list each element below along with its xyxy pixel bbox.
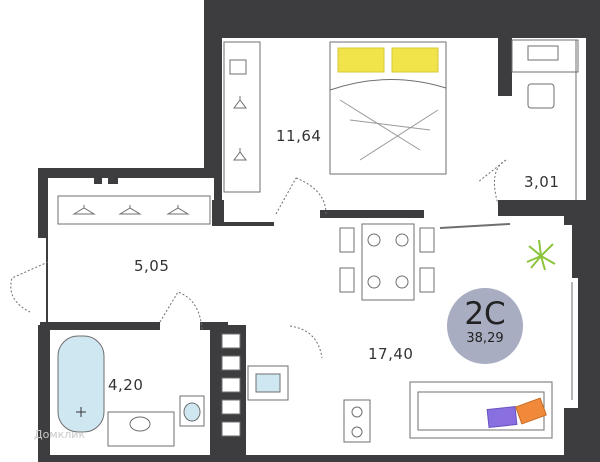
dining-table-icon — [339, 223, 435, 301]
window-icon — [439, 223, 511, 229]
room-area-balcony: 3,01 — [524, 173, 560, 191]
chair-icon — [419, 227, 435, 253]
stove-icon — [343, 399, 371, 443]
wardrobe-hanger-icon — [233, 96, 247, 109]
layout-badge: 2С 38,29 — [447, 288, 523, 364]
wardrobe-hanger-icon — [166, 205, 190, 215]
room-area-bathroom: 4,20 — [108, 376, 144, 394]
layout-code: 2С — [464, 296, 506, 332]
bed-icon — [329, 41, 447, 175]
wardrobe-bedroom — [223, 41, 261, 193]
room-area-hallway: 5,05 — [134, 257, 170, 275]
wardrobe-hanger-icon — [72, 205, 96, 215]
sofa-icon — [409, 381, 553, 439]
door-icon — [10, 261, 49, 313]
chair-icon — [527, 83, 555, 109]
kitchen-column — [221, 333, 241, 437]
wardrobe-hanger-icon — [118, 205, 142, 215]
plant-icon — [526, 239, 556, 271]
kitchen-sink-icon — [247, 365, 289, 401]
room-area-bedroom: 11,64 — [276, 127, 322, 145]
chair-icon — [339, 267, 355, 293]
watermark: Домклик — [34, 428, 86, 441]
bathtub-icon — [57, 335, 105, 433]
chair-icon — [419, 267, 435, 293]
room-area-living-kitchen: 17,40 — [368, 345, 414, 363]
toilet-icon — [179, 395, 205, 427]
sink-icon — [107, 411, 175, 447]
door-icon — [289, 325, 323, 359]
wardrobe-hanger-icon — [233, 148, 247, 161]
desk-icon — [511, 39, 579, 73]
shelf-icon — [229, 59, 247, 75]
door-icon — [275, 177, 327, 215]
total-area: 38,29 — [466, 331, 504, 346]
door-icon — [159, 291, 203, 331]
door-icon — [477, 159, 507, 205]
wardrobe-hallway — [57, 195, 211, 225]
kitchen-counter — [247, 365, 371, 443]
chair-icon — [339, 227, 355, 253]
